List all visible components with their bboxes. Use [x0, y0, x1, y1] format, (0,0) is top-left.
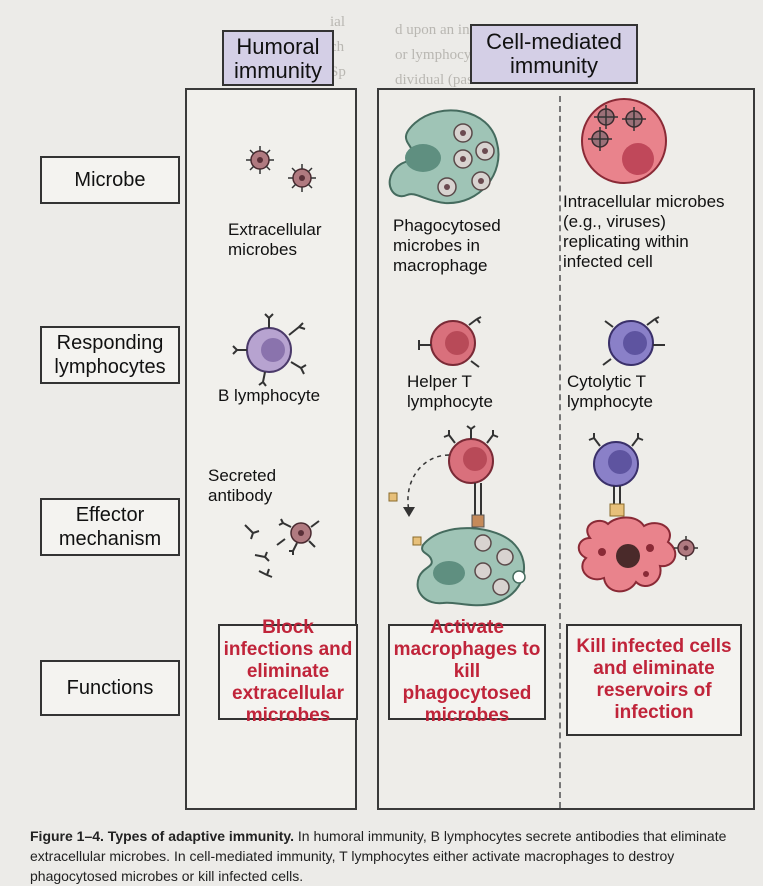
figure-caption-title: Figure 1–4. Types of adaptive immunity. [30, 828, 294, 844]
antibody-coated-virus-icon [278, 518, 320, 555]
secreted-antibody-illustration [244, 518, 320, 578]
row-label-microbe: Microbe [40, 156, 180, 204]
virus-icon [246, 146, 274, 174]
background-text-line: ch [330, 39, 345, 55]
cell-mediated-immunity-header: Cell-mediated immunity [470, 24, 638, 84]
cytolytic-t-lymphocyte-illustration [602, 316, 665, 366]
humoral-function-text: Block infections and eliminate extracell… [223, 617, 353, 726]
row-label-responding-text: Responding lymphocytes [54, 332, 166, 378]
humoral-immunity-header: Humoral immunity [222, 30, 334, 86]
background-text-line: ial [330, 14, 345, 30]
row-label-functions: Functions [40, 660, 180, 716]
ctl-killing-infected-cell-illustration [577, 433, 698, 593]
intracellular-microbes-label: Intracellular microbes (e.g., viruses) r… [563, 192, 725, 271]
virus-icon [588, 105, 646, 151]
helper-t-function-box: Activate macrophages to kill phagocytose… [388, 617, 546, 726]
released-virus-icon [674, 536, 698, 560]
background-text-line: or lymphocyt [395, 47, 476, 63]
cytolytic-t-function-box: Kill infected cells and eliminate reserv… [566, 624, 742, 736]
activated-helper-t-cell [443, 425, 499, 515]
secreted-antibody-label: Secreted antibody [208, 466, 277, 505]
macrophage-with-phagocytosed-microbes-illustration [388, 109, 500, 205]
helper-t-function-text: Activate macrophages to kill phagocytose… [393, 617, 541, 726]
background-text-line: Sp [330, 64, 346, 80]
helper-t-lymphocyte-label: Helper T lymphocyte [407, 372, 493, 411]
cytokine-arrow [407, 454, 450, 512]
row-label-responding-lymphocytes: Responding lymphocytes [40, 326, 180, 384]
row-label-effector-mechanism: Effector mechanism [40, 498, 180, 556]
background-text-line: dividual (pas [395, 72, 473, 88]
extracellular-microbes-illustration [246, 146, 316, 192]
row-label-effector-text: Effector mechanism [58, 504, 162, 550]
cytolytic-t-lymphocyte-label: Cytolytic T lymphocyte [567, 372, 653, 411]
cell-mediated-divider [559, 96, 561, 808]
cytolytic-t-function-text: Kill infected cells and eliminate reserv… [576, 636, 732, 723]
ctl-cell [588, 433, 644, 508]
row-label-functions-text: Functions [66, 677, 154, 699]
infected-cell-with-intracellular-microbes-illustration [581, 98, 667, 184]
figure-caption: Figure 1–4. Types of adaptive immunity. … [30, 826, 740, 886]
b-lymphocyte-illustration [232, 313, 307, 387]
extracellular-microbes-label: Extracellular microbes [228, 220, 322, 259]
helper-t-activating-macrophage-illustration [388, 425, 526, 607]
helper-t-lymphocyte-illustration [418, 316, 482, 368]
phagocytosed-microbes-label: Phagocytosed microbes in macrophage [393, 216, 501, 275]
virus-icon [288, 164, 316, 192]
background-text-line: d upon an in [395, 22, 470, 38]
humoral-function-box: Block infections and eliminate extracell… [218, 617, 358, 726]
row-label-microbe-text: Microbe [74, 169, 146, 191]
b-lymphocyte-label: B lymphocyte [218, 386, 321, 405]
